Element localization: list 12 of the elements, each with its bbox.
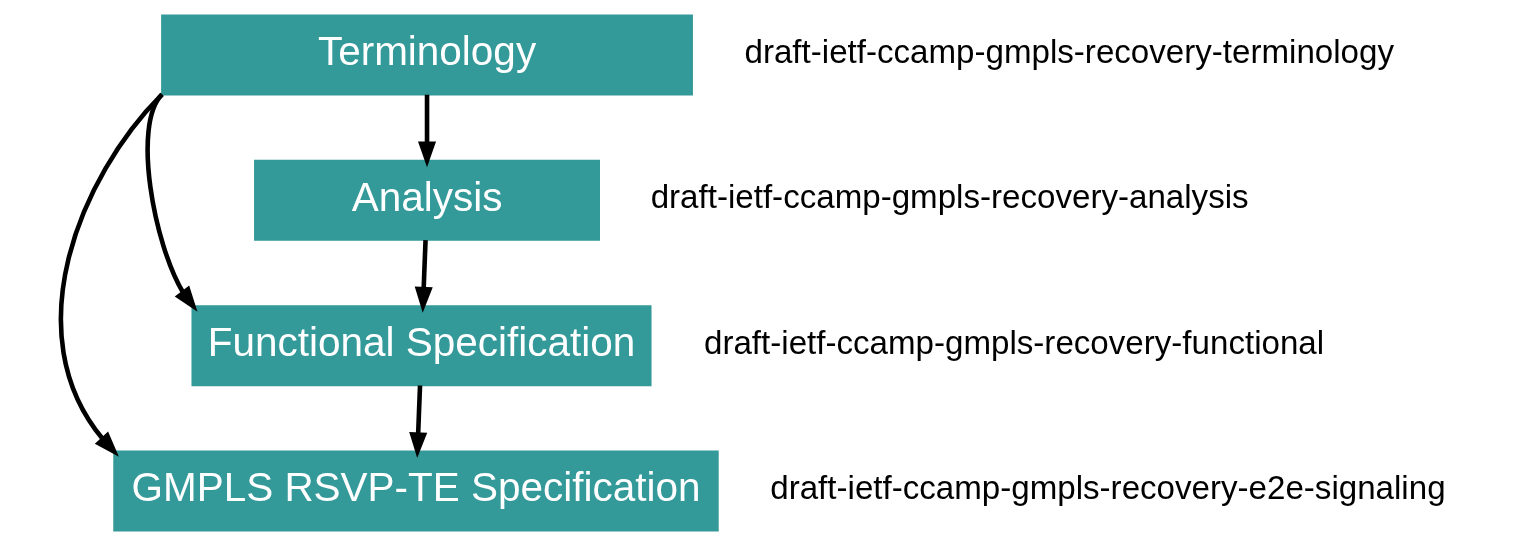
node-label: draft-ietf-ccamp-gmpls-recovery-analysis xyxy=(650,178,1249,216)
node-label: draft-ietf-ccamp-gmpls-recovery-terminology xyxy=(744,33,1395,71)
arrow xyxy=(58,92,164,457)
arrow xyxy=(414,240,433,313)
node-label: draft-ietf-ccamp-gmpls-recovery-functional xyxy=(704,323,1325,361)
arrow xyxy=(418,94,437,168)
arrow xyxy=(409,385,428,459)
node-box: Analysis xyxy=(254,159,600,241)
node-label: draft-ietf-ccamp-gmpls-recovery-e2e-signaling xyxy=(770,469,1446,507)
node-box: Terminology xyxy=(161,14,693,96)
node-box: GMPLS RSVP-TE Specification xyxy=(113,450,719,532)
node-box: Functional Specification xyxy=(191,305,652,387)
